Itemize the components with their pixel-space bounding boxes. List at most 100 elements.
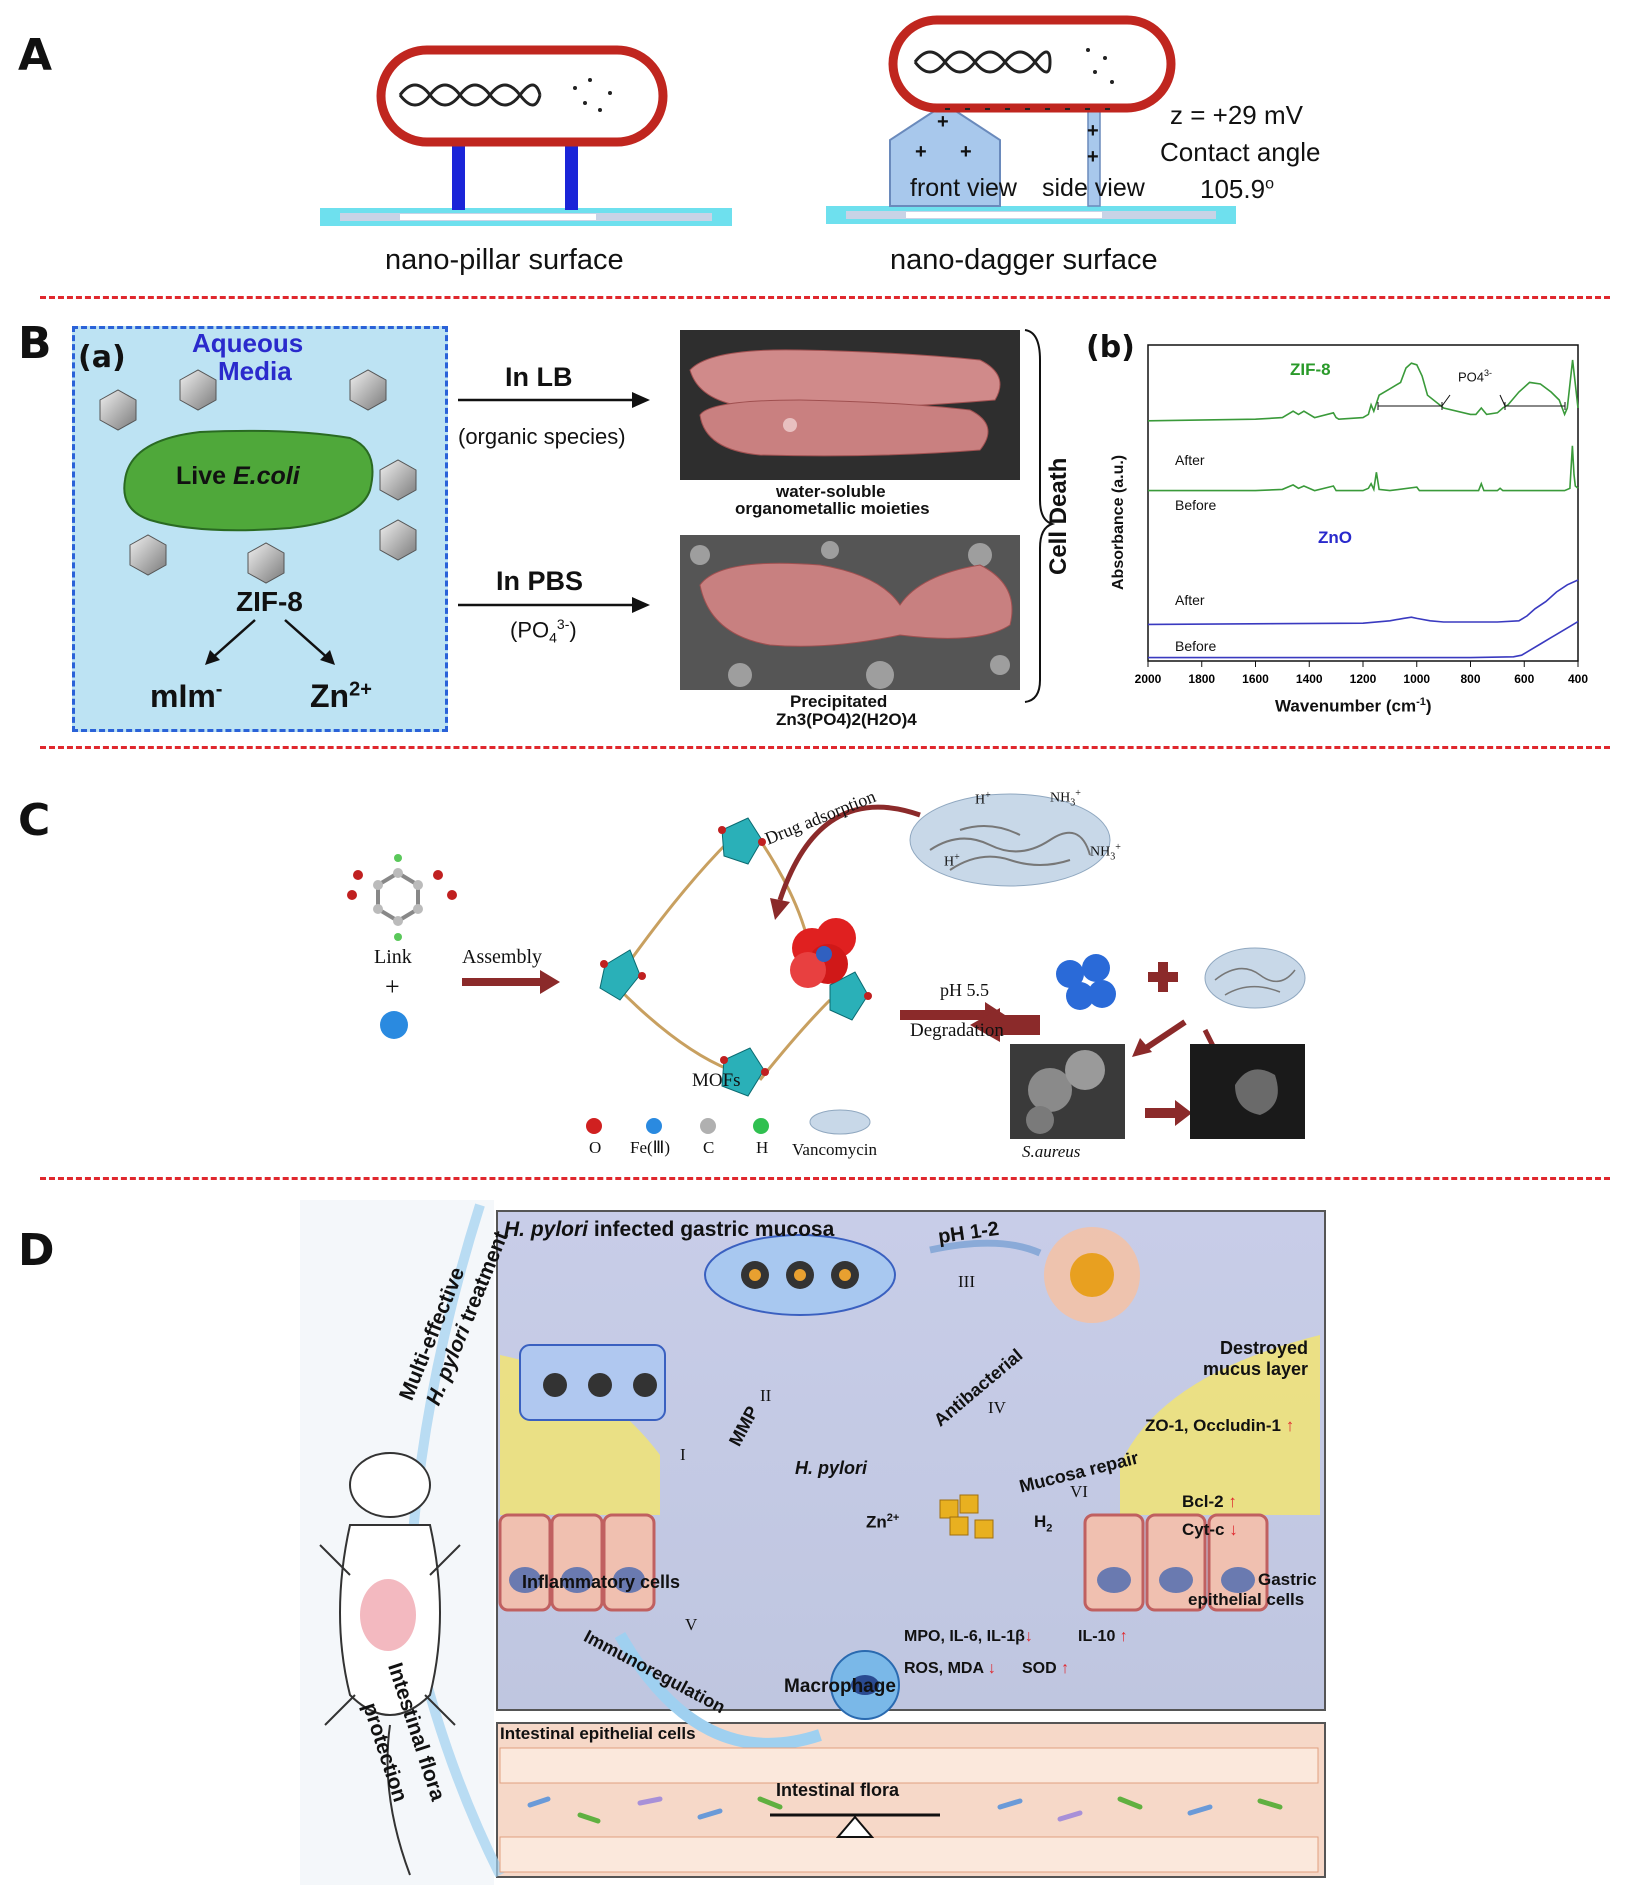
panel-label-c: C bbox=[18, 795, 51, 846]
pillar-caption: nano-pillar surface bbox=[385, 244, 624, 276]
fe-ion bbox=[380, 1011, 408, 1039]
sub-label-b: (b) bbox=[1086, 330, 1135, 365]
zn-label: Zn2+ bbox=[310, 678, 372, 714]
stomach-highlight bbox=[360, 1579, 416, 1651]
step-ii: II bbox=[760, 1386, 772, 1405]
series-label-before-zno: Before bbox=[1175, 638, 1217, 654]
macrophage-label: Macrophage bbox=[784, 1676, 896, 1697]
drug-molecule bbox=[790, 918, 856, 988]
zeta-potential: z = +29 mV bbox=[1170, 100, 1303, 130]
contact-angle-value: 105.9o bbox=[1200, 174, 1274, 204]
mof-framework bbox=[599, 817, 872, 1097]
zif8-crystals bbox=[99, 369, 417, 584]
aqueous-label: Aqueous bbox=[192, 328, 304, 358]
series-label-before-zif8: Before bbox=[1175, 497, 1217, 513]
intestine-cells bbox=[499, 1747, 1319, 1873]
contact-angle-label: Contact angle bbox=[1160, 137, 1321, 167]
step-iii: III bbox=[958, 1272, 975, 1291]
mpo-label: MPO, IL-6, IL-1β↓ bbox=[904, 1628, 1033, 1645]
inflammatory-label: Inflammatory cells bbox=[522, 1572, 681, 1592]
sem-image-lb bbox=[680, 330, 1020, 480]
ros-label: ROS, MDA ↓ bbox=[904, 1660, 996, 1677]
panel-label-a: A bbox=[18, 30, 53, 81]
po4-chart-label: PO43- bbox=[1458, 368, 1493, 385]
gastric-label-1: Gastric bbox=[1258, 1570, 1317, 1589]
divider-ab bbox=[40, 296, 1610, 299]
gastric-epithelial-cells bbox=[1083, 1513, 1269, 1612]
plus-signs: +++ ++ bbox=[915, 111, 1099, 168]
gastric-label-2: epithelial cells bbox=[1188, 1590, 1305, 1609]
zif8-group-label: ZIF-8 bbox=[1290, 360, 1331, 379]
panel-c-drawing bbox=[347, 793, 1306, 1139]
svg-text:+: + bbox=[937, 111, 949, 133]
x-tick-label: 1400 bbox=[1296, 672, 1323, 686]
step-iv: IV bbox=[988, 1398, 1006, 1417]
xlabel: Wavenumber (cm-1) bbox=[1275, 696, 1432, 716]
mim-label: mIm- bbox=[150, 678, 223, 714]
zif8-label: ZIF-8 bbox=[236, 586, 303, 617]
series-line-3 bbox=[1148, 620, 1579, 659]
dna-icon bbox=[398, 83, 542, 107]
linker-molecule bbox=[347, 854, 457, 941]
x-tick-label: 1600 bbox=[1242, 672, 1269, 686]
mofs-label: MOFs bbox=[692, 1070, 741, 1091]
vancomycin-blob-2 bbox=[1204, 947, 1306, 1009]
nh3-2: NH3+ bbox=[1090, 842, 1121, 863]
in-pbs-label: In PBS bbox=[496, 566, 584, 596]
intestinal-epi-label: Intestinal epithelial cells bbox=[500, 1724, 696, 1743]
x-tick-label: 1200 bbox=[1350, 672, 1377, 686]
svg-text:+: + bbox=[960, 141, 972, 163]
gut-bacteria bbox=[527, 1796, 1283, 1824]
series-label-after-zif8: After bbox=[1175, 452, 1205, 468]
zn2-label: Zn2+ bbox=[866, 1512, 900, 1532]
h-plus-2: H+ bbox=[944, 852, 960, 870]
legend-o: O bbox=[589, 1138, 602, 1157]
svg-text:+: + bbox=[1087, 120, 1099, 142]
balance-fulcrum bbox=[835, 1815, 875, 1838]
live-ecoli-label: Live E.coli bbox=[176, 462, 300, 490]
sub-label-a: (a) bbox=[78, 340, 126, 375]
precip-label-1: Precipitated bbox=[790, 692, 888, 711]
panel-label-d: D bbox=[18, 1225, 55, 1276]
x-tick-label: 2000 bbox=[1135, 672, 1162, 686]
h2-label: H2 bbox=[1034, 1512, 1053, 1535]
step-i: I bbox=[680, 1445, 686, 1464]
po4-label: (PO43-) bbox=[510, 616, 577, 646]
series-label-after-zno: After bbox=[1175, 592, 1205, 608]
series-lines bbox=[1147, 359, 1579, 659]
destroyed-label-2: mucus layer bbox=[1203, 1359, 1309, 1379]
nano-pillar bbox=[565, 142, 578, 210]
intestinal-flora-label: Intestinal flora bbox=[776, 1780, 900, 1800]
nh3-1: NH3+ bbox=[1050, 788, 1081, 809]
plus-label: + bbox=[385, 972, 400, 1001]
panel-b-arrows bbox=[458, 329, 1056, 703]
assembly-label: Assembly bbox=[462, 946, 542, 968]
series-line-0 bbox=[1147, 359, 1579, 422]
legend-dots bbox=[586, 1109, 871, 1135]
dagger-caption: nano-dagger surface bbox=[890, 244, 1158, 276]
organic-label: (organic species) bbox=[458, 424, 626, 449]
step-vi: VI bbox=[1070, 1482, 1088, 1501]
nano-dagger-front bbox=[889, 102, 1001, 207]
step-v: V bbox=[685, 1615, 698, 1634]
legend-fe: Fe(Ⅲ) bbox=[630, 1138, 671, 1157]
dots bbox=[573, 78, 612, 112]
svg-text:+: + bbox=[1087, 146, 1099, 168]
ylabel: Absorbance (a.u.) bbox=[1110, 454, 1127, 590]
in-lb-label: In LB bbox=[505, 362, 573, 392]
inflammatory-cells bbox=[498, 1513, 656, 1612]
legend-vancomycin: Vancomycin bbox=[792, 1140, 877, 1159]
ws-label-2: organometallic moieties bbox=[735, 499, 930, 518]
sem-image-pbs bbox=[680, 535, 1020, 690]
series-line-2 bbox=[1147, 579, 1579, 626]
fe-spheres bbox=[1056, 954, 1116, 1010]
x-tick-label: 400 bbox=[1568, 672, 1588, 686]
degradation-label: Degradation bbox=[910, 1020, 1004, 1041]
panel-d-drawing bbox=[300, 1200, 1320, 1885]
hpylori-label: H. pylori bbox=[795, 1458, 868, 1478]
panel-b-a-drawing bbox=[99, 369, 417, 665]
ws-label-1: water-soluble bbox=[776, 482, 886, 501]
front-view-label: front view bbox=[910, 174, 1017, 202]
